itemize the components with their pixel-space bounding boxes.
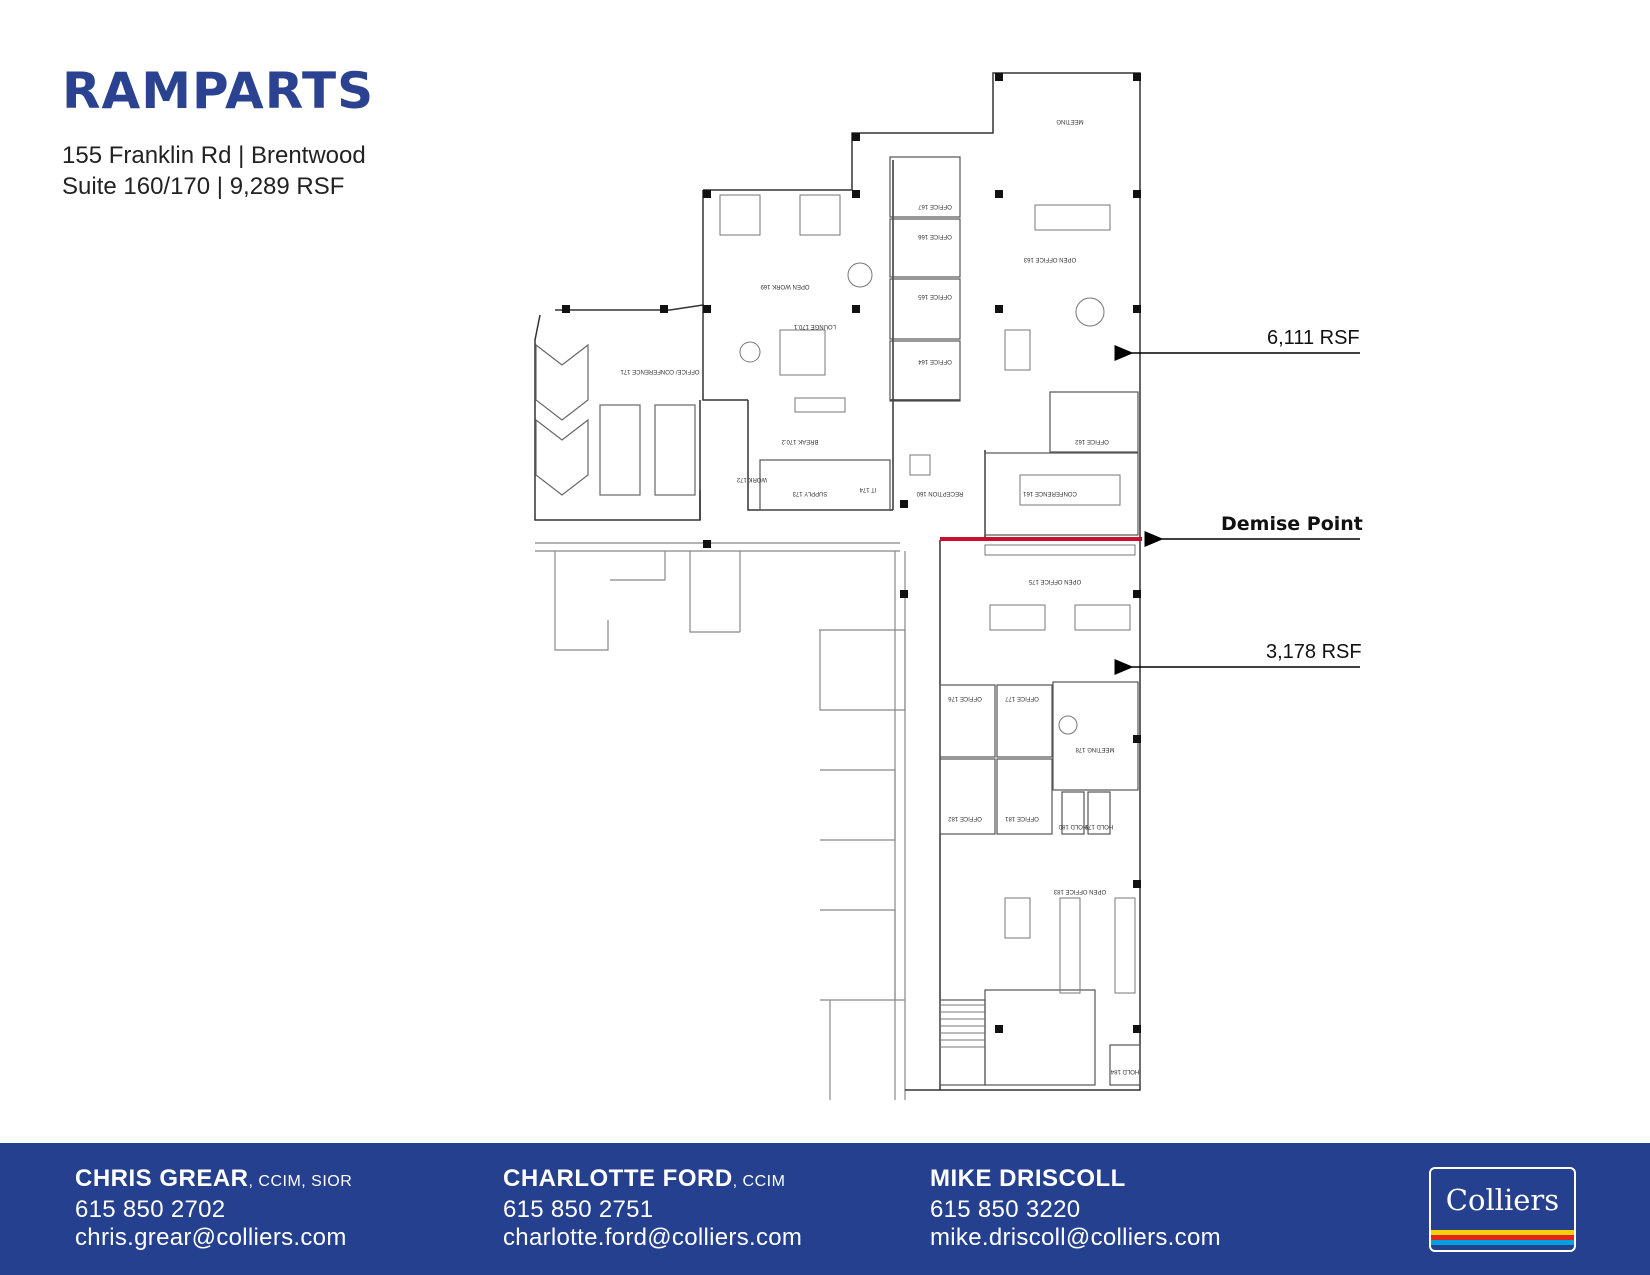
- contact-card: CHRIS GREAR, CCIM, SIOR 615 850 2702 chr…: [75, 1165, 352, 1252]
- room-label-conference-161: CONFERENCE 161: [1023, 490, 1077, 496]
- adjacent-tenant-walls: [535, 542, 906, 1100]
- room-label-office-181: OFFICE 181: [1005, 815, 1039, 821]
- room-label-meeting-178: MEETING 178: [1075, 746, 1115, 752]
- room-label-office-162: OFFICE 162: [1075, 438, 1109, 444]
- room-label-office-166: OFFICE 166: [918, 233, 952, 239]
- room-label-office-176: OFFICE 176: [948, 695, 982, 701]
- footer-bar: CHRIS GREAR, CCIM, SIOR 615 850 2702 chr…: [0, 1143, 1650, 1275]
- restroom-core: [535, 343, 696, 496]
- furniture: [719, 194, 1136, 994]
- contact-phone[interactable]: 615 850 2702: [75, 1196, 226, 1223]
- logo-stripe-red: [1431, 1235, 1574, 1240]
- contact-name: CHRIS GREAR: [75, 1165, 249, 1192]
- room-label-conference-171: OFFICE/ CONFERENCE 171: [620, 368, 700, 374]
- room-label-open-office-163: OPEN OFFICE 163: [1023, 256, 1076, 262]
- room-label-work: WORK 172: [736, 476, 767, 482]
- room-label-open-office-175: OPEN OFFICE 175: [1028, 578, 1081, 584]
- room-label-office-177: OFFICE 177: [1005, 695, 1039, 701]
- logo-text: Colliers: [1445, 1183, 1560, 1217]
- contact-name: MIKE DRISCOLL: [930, 1165, 1126, 1192]
- room-label-supply: SUPPLY 173: [792, 490, 827, 496]
- room-label-office-167: OFFICE 167: [918, 203, 952, 209]
- room-label-lounge: LOUNGE 170.1: [793, 323, 836, 329]
- contact-email[interactable]: chris.grear@colliers.com: [75, 1224, 347, 1251]
- room-outlines: [759, 156, 1141, 1086]
- contact-credentials: , CCIM: [732, 1173, 786, 1190]
- colliers-logo: Colliers: [1429, 1167, 1576, 1252]
- room-labels: MEETING OFFICE 167 OFFICE 166 OFFICE 165…: [620, 118, 1139, 1074]
- room-label-open-work: OPEN WORK 169: [760, 283, 810, 289]
- room-label-hold-180: HOLD 180: [1058, 823, 1087, 829]
- contact-phone[interactable]: 615 850 2751: [503, 1196, 654, 1223]
- contact-email[interactable]: charlotte.ford@colliers.com: [503, 1224, 803, 1251]
- contact-phone[interactable]: 615 850 3220: [930, 1196, 1081, 1223]
- contact-card: CHARLOTTE FORD, CCIM 615 850 2751 charlo…: [503, 1165, 802, 1252]
- property-address: 155 Franklin Rd | Brentwood: [62, 142, 366, 169]
- room-label-reception: RECEPTION 160: [916, 490, 963, 496]
- callout-upper-rsf: 6,111 RSF: [1267, 327, 1360, 349]
- room-label-it: IT 174: [859, 486, 877, 492]
- room-label-office-165: OFFICE 165: [918, 293, 952, 299]
- contact-credentials: , CCIM, SIOR: [248, 1173, 353, 1190]
- room-label-hold-179: HOLD 179: [1084, 823, 1113, 829]
- stair: [940, 1004, 985, 1048]
- room-label-office-164: OFFICE 164: [918, 358, 952, 364]
- contact-name: CHARLOTTE FORD: [503, 1165, 733, 1192]
- logo-stripe-yellow: [1431, 1230, 1574, 1235]
- room-label-open-office-183: OPEN OFFICE 183: [1053, 888, 1106, 894]
- callout-demise-point: Demise Point: [1221, 513, 1363, 535]
- contact-email[interactable]: mike.driscoll@colliers.com: [930, 1224, 1221, 1251]
- callout-arrows: [1114, 345, 1360, 675]
- logo-stripe-blue: [1431, 1240, 1574, 1245]
- page-title: RAMPARTS: [62, 62, 375, 120]
- room-label-meeting-top: MEETING: [1056, 118, 1084, 124]
- property-info: 155 Franklin Rd | Brentwood Suite 160/17…: [62, 140, 366, 202]
- columns: [562, 73, 1141, 1033]
- contact-card: MIKE DRISCOLL 615 850 3220 mike.driscoll…: [930, 1165, 1221, 1252]
- room-label-office-182: OFFICE 182: [948, 815, 982, 821]
- property-suite: Suite 160/170 | 9,289 RSF: [62, 173, 345, 200]
- room-label-hold-184: HOLD 184: [1110, 1068, 1139, 1074]
- floor-plan: MEETING OFFICE 167 OFFICE 166 OFFICE 165…: [534, 72, 1360, 1100]
- callout-lower-rsf: 3,178 RSF: [1266, 641, 1362, 663]
- room-label-break: BREAK 170.2: [781, 438, 819, 444]
